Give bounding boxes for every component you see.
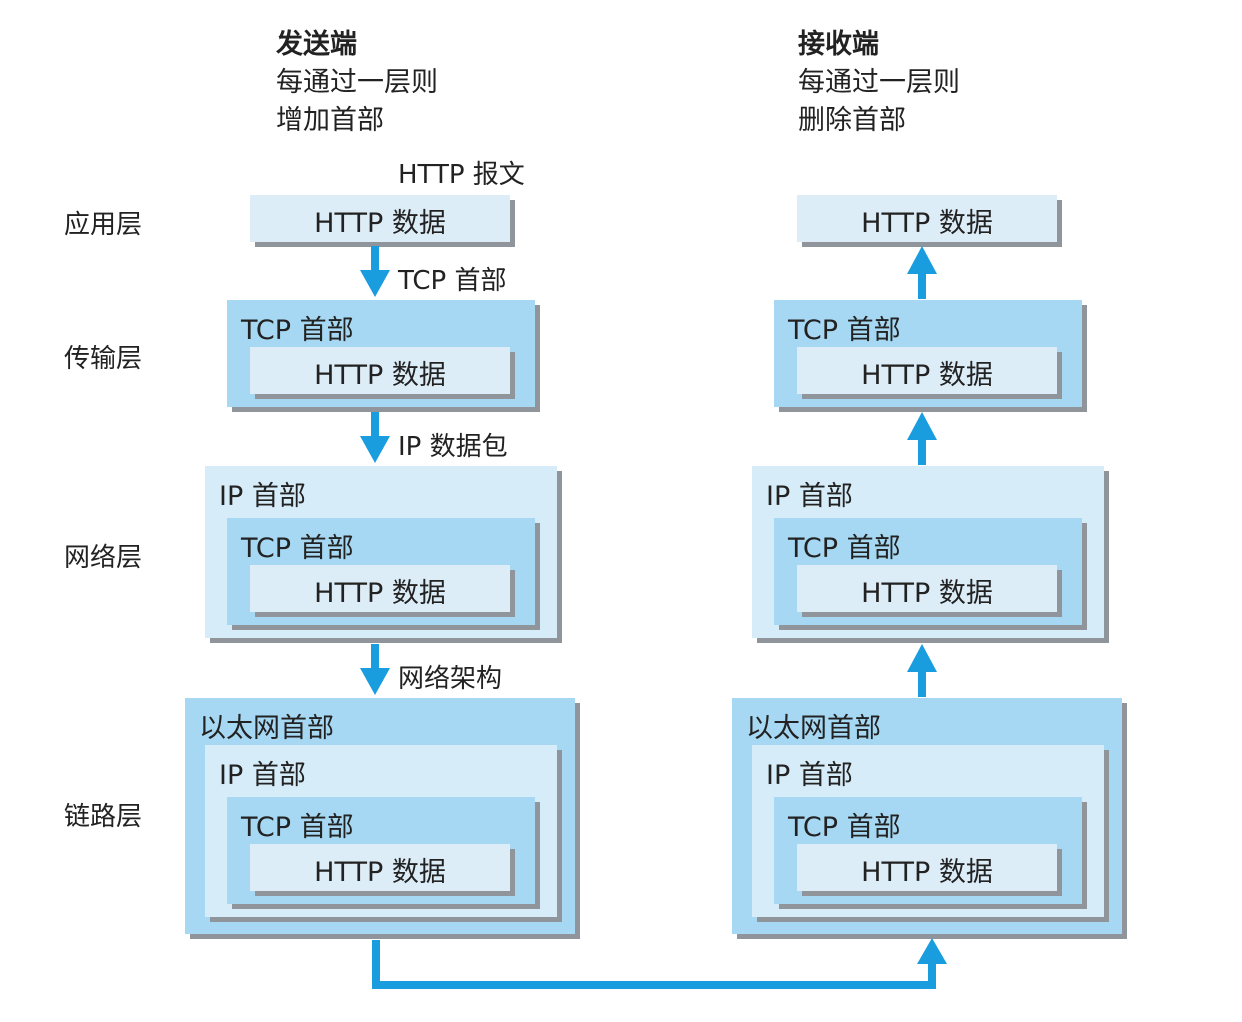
receiver-link-ethernet-box: 以太网首部 IP 首部 TCP 首部 HTTP 数据 — [732, 698, 1122, 934]
arrow-label-ip-packet: IP 数据包 — [398, 432, 508, 462]
sender-title: 发送端 — [276, 29, 357, 60]
layer-network: 网络层 — [64, 543, 143, 573]
http-data-label: HTTP 数据 — [861, 857, 993, 888]
sender-app-http-data-box: HTTP 数据 — [250, 195, 510, 242]
sender-heading: 发送端 每通过一层则 增加首部 — [276, 26, 438, 140]
http-data-label: HTTP 数据 — [861, 578, 993, 609]
arrow-down-icon — [360, 644, 390, 695]
tcp-header-label: TCP 首部 — [788, 315, 901, 346]
tcp-header-label: TCP 首部 — [241, 812, 354, 843]
receiver-transport-http-data-box: HTTP 数据 — [797, 347, 1057, 394]
sender-network-http-data-box: HTTP 数据 — [250, 565, 510, 612]
sender-link-http-data-box: HTTP 数据 — [250, 844, 510, 891]
ip-header-label: IP 首部 — [766, 481, 853, 512]
receiver-link-ip-box: IP 首部 TCP 首部 HTTP 数据 — [752, 745, 1104, 917]
ethernet-header-label: 以太网首部 — [746, 713, 881, 744]
receiver-title: 接收端 — [798, 29, 879, 60]
receiver-link-tcp-box: TCP 首部 HTTP 数据 — [774, 797, 1082, 904]
ip-header-label: IP 首部 — [766, 760, 853, 791]
arrow-up-icon — [907, 644, 937, 697]
ip-header-label: IP 首部 — [219, 760, 306, 791]
tcp-header-label: TCP 首部 — [241, 533, 354, 564]
arrow-down-icon — [360, 412, 390, 463]
ethernet-header-label: 以太网首部 — [199, 713, 334, 744]
receiver-network-tcp-box: TCP 首部 HTTP 数据 — [774, 518, 1082, 625]
arrow-label-network-frame: 网络架构 — [398, 664, 503, 694]
sender-network-ip-box: IP 首部 TCP 首部 HTTP 数据 — [205, 466, 557, 638]
tcp-header-label: TCP 首部 — [788, 812, 901, 843]
receiver-network-http-data-box: HTTP 数据 — [797, 565, 1057, 612]
receiver-app-http-data-box: HTTP 数据 — [797, 195, 1057, 242]
tcp-header-label: TCP 首部 — [788, 533, 901, 564]
sender-transport-http-data-box: HTTP 数据 — [250, 347, 510, 394]
layer-application: 应用层 — [64, 210, 143, 240]
http-message-label: HTTP 报文 — [398, 160, 525, 190]
arrow-label-tcp-header: TCP 首部 — [398, 266, 507, 296]
sender-link-ethernet-box: 以太网首部 IP 首部 TCP 首部 HTTP 数据 — [185, 698, 575, 934]
sender-link-ip-box: IP 首部 TCP 首部 HTTP 数据 — [205, 745, 557, 917]
sender-desc-line1: 每通过一层则 — [276, 67, 438, 98]
http-data-label: HTTP 数据 — [314, 578, 446, 609]
receiver-heading: 接收端 每通过一层则 删除首部 — [798, 26, 960, 140]
arrow-up-icon — [907, 246, 937, 299]
receiver-desc-line1: 每通过一层则 — [798, 67, 960, 98]
arrow-down-icon — [360, 246, 390, 297]
ip-header-label: IP 首部 — [219, 481, 306, 512]
receiver-desc-line2: 删除首部 — [798, 105, 906, 136]
receiver-network-ip-box: IP 首部 TCP 首部 HTTP 数据 — [752, 466, 1104, 638]
receiver-transport-tcp-box: TCP 首部 HTTP 数据 — [774, 300, 1082, 407]
http-data-label: HTTP 数据 — [314, 208, 446, 239]
layer-link: 链路层 — [64, 802, 143, 832]
http-data-label: HTTP 数据 — [314, 857, 446, 888]
http-data-label: HTTP 数据 — [314, 360, 446, 391]
http-data-label: HTTP 数据 — [861, 208, 993, 239]
http-data-label: HTTP 数据 — [861, 360, 993, 391]
sender-transport-tcp-box: TCP 首部 HTTP 数据 — [227, 300, 535, 407]
layer-transport: 传输层 — [64, 344, 143, 374]
sender-desc-line2: 增加首部 — [276, 105, 384, 136]
arrow-up-icon — [907, 412, 937, 465]
receiver-link-http-data-box: HTTP 数据 — [797, 844, 1057, 891]
transmission-path — [372, 938, 947, 989]
sender-network-tcp-box: TCP 首部 HTTP 数据 — [227, 518, 535, 625]
tcp-header-label: TCP 首部 — [241, 315, 354, 346]
sender-link-tcp-box: TCP 首部 HTTP 数据 — [227, 797, 535, 904]
